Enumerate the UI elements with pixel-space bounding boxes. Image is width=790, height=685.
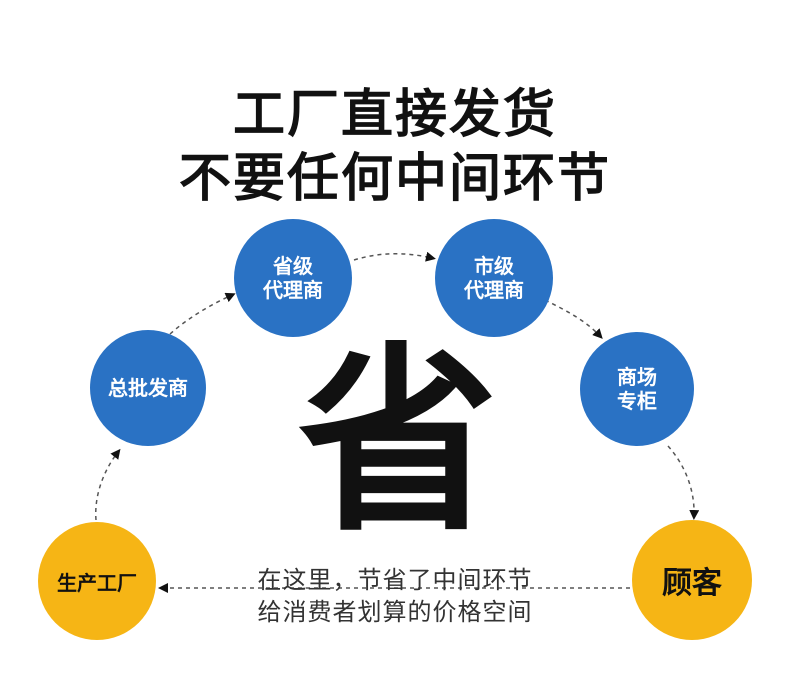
node-wholesaler-label: 总批发商 bbox=[108, 376, 188, 400]
center-big-character: 省 bbox=[297, 326, 498, 559]
node-customer: 顾客 bbox=[632, 520, 752, 640]
node-factory: 生产工厂 bbox=[38, 522, 156, 640]
node-city-line1: 市级 bbox=[474, 254, 514, 278]
arrow-wholesale-to-province bbox=[169, 292, 236, 335]
savings-note-line2: 给消费者划算的价格空间 bbox=[257, 598, 533, 626]
node-factory-label: 生产工厂 bbox=[57, 570, 137, 595]
node-wholesaler: 总批发商 bbox=[90, 330, 206, 446]
node-province-line1: 省级 bbox=[273, 254, 313, 278]
node-customer-label: 顾客 bbox=[662, 566, 722, 601]
node-province-agent: 省级 代理商 bbox=[234, 219, 352, 337]
node-mall-line1: 商场 bbox=[617, 365, 657, 389]
node-city-line2: 代理商 bbox=[464, 278, 524, 302]
arrow-mall-to-customer bbox=[667, 445, 700, 520]
node-mall-line2: 专柜 bbox=[617, 389, 657, 413]
headline-line2: 不要任何中间环节 bbox=[178, 149, 611, 209]
arrow-province-to-city bbox=[353, 251, 436, 262]
savings-note-line1: 在这里，节省了中间环节 bbox=[257, 566, 533, 594]
arrow-city-to-mall bbox=[544, 299, 603, 339]
node-province-line2: 代理商 bbox=[263, 278, 323, 302]
headline-line1: 工厂直接发货 bbox=[232, 85, 557, 145]
node-city-agent: 市级 代理商 bbox=[435, 219, 553, 337]
node-mall-counter: 商场 专柜 bbox=[580, 332, 694, 446]
arrow-factory-to-wholesale bbox=[95, 448, 121, 521]
